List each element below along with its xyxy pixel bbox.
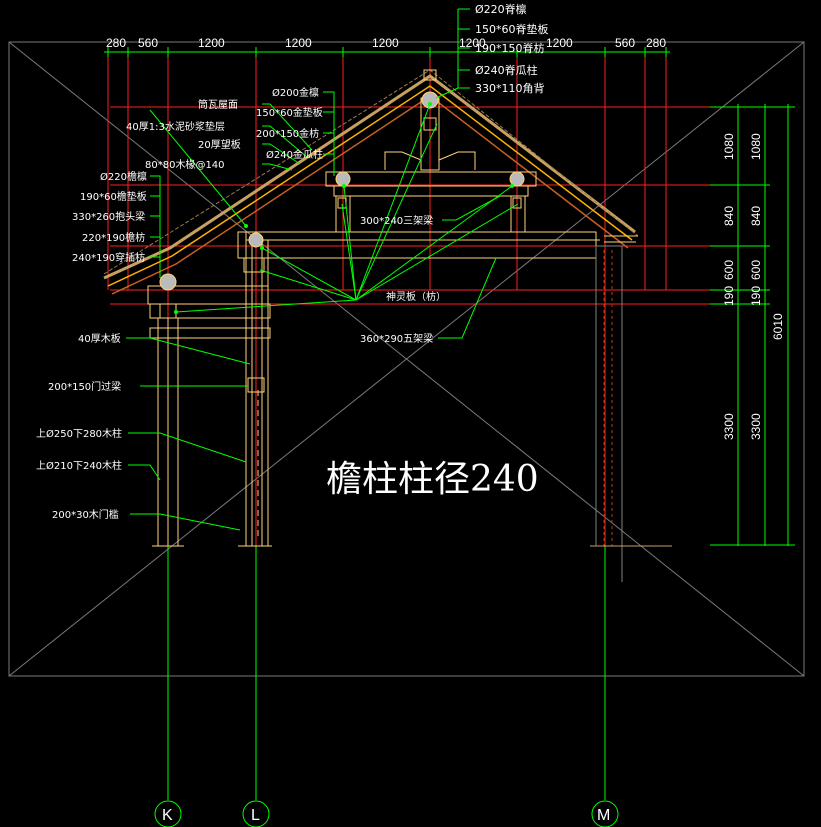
label-roof-rafter: 80*80木椽@140 [145,158,225,171]
label-eave-beam: 330*260抱头梁 [72,210,145,223]
top-dim-3: 1200 [198,36,225,50]
axis-label-m: M [597,807,610,824]
label-roof-mortar: 40厚1:3水泥砂浆垫层 [126,120,225,133]
right-dim-inner-3: 600 [722,260,736,280]
right-wall [590,245,672,582]
right-dim-inner-1: 1080 [722,133,736,160]
label-inner-column: 上Ø250下280木柱 [36,427,122,440]
right-dim-outer-5: 3300 [749,413,763,440]
gold-purlin-left-icon [335,171,351,187]
top-dim-6: 1200 [459,36,486,50]
axis-bubble-m: M [591,800,619,827]
top-dim-5: 1200 [372,36,399,50]
label-eave-through: 240*190穿插枋 [72,251,145,264]
label-gold-pad: 150*60金垫板 [256,106,323,119]
lower-labels: 40厚木板 200*150门过梁 上Ø250下280木柱 上Ø210下240木柱… [36,332,122,521]
right-dimension-lines [710,104,795,546]
gold-labels: Ø200金檩 150*60金垫板 200*150金枋 Ø240金瓜柱 [256,86,323,161]
label-ridge-pad: 150*60脊垫板 [475,22,549,36]
leader-lines [126,8,519,531]
eave-purlin-inner-icon [248,232,264,248]
sheet-frame [8,41,805,677]
gold-purlin-right-icon [509,171,525,187]
axis-bubble-l: L [242,800,270,827]
right-dim-total: 6010 [771,313,785,340]
right-dim-outer-4: 190 [749,286,763,306]
timber-frame [147,97,600,547]
roof-labels: 筒瓦屋面 40厚1:3水泥砂浆垫层 20厚望板 80*80木椽@140 [126,98,241,171]
label-door-lintel: 200*150门过梁 [48,380,121,393]
eave-purlin-outer-icon [159,273,177,291]
right-dim-inner-5: 3300 [722,413,736,440]
label-gold-tiebeam: 200*150金枋 [256,127,319,140]
right-dim-inner-4: 190 [722,286,736,306]
label-eave-purlin: Ø220檐檩 [100,170,147,183]
drawing-title: 檐柱柱径240 [326,459,539,500]
top-dim-4: 1200 [285,36,312,50]
top-dim-7: 1200 [546,36,573,50]
axis-label-k: K [162,807,173,824]
label-three-beam: 300*240三架梁 [360,214,433,227]
eave-labels: Ø220檐檩 190*60檐垫板 330*260抱头梁 220*190檐枋 24… [72,170,147,264]
right-dimension-texts: 1080 840 600 190 3300 1080 840 600 190 3… [722,133,785,440]
right-dim-inner-2: 840 [722,206,736,226]
right-dim-outer-2: 840 [749,206,763,226]
label-ridge-post: Ø240脊瓜柱 [475,63,538,77]
label-ridge-tiebeam: 190*150脊枋 [475,41,545,55]
axis-bubble-k: K [154,800,182,827]
top-dimension-texts: 280 560 1200 1200 1200 1200 1200 560 280 [106,36,666,50]
axis-label-l: L [251,807,260,824]
leader-dots [174,102,514,314]
top-dim-1: 280 [106,36,126,50]
label-eave-column: 上Ø210下240木柱 [36,459,122,472]
ridge-labels: Ø220脊檩 150*60脊垫板 190*150脊枋 Ø240脊瓜柱 330*1… [475,2,549,95]
label-gold-post: Ø240金瓜柱 [266,148,323,161]
label-eave-pad: 190*60檐垫板 [80,190,147,203]
label-wood-board: 40厚木板 [78,332,121,345]
label-roof-board: 20厚望板 [198,138,241,151]
label-ridge-brace: 330*110角背 [475,81,545,95]
label-gold-purlin: Ø200金檩 [272,86,319,99]
top-dim-2: 560 [138,36,158,50]
right-dim-outer-3: 600 [749,260,763,280]
axis-extensions [167,545,606,800]
top-dimension-line [104,47,670,57]
label-roof-tile: 筒瓦屋面 [198,98,238,111]
top-dim-8: 560 [615,36,635,50]
label-spirit-board: 神灵板（枋） [386,290,446,303]
label-door-sill: 200*30木门槛 [52,508,119,521]
axis-bubbles: K L M [154,800,619,827]
beam-labels: 300*240三架梁 神灵板（枋） 360*290五架梁 [360,214,446,345]
label-five-beam: 360*290五架梁 [360,332,433,345]
label-eave-tiebeam: 220*190檐枋 [82,231,145,244]
top-dim-9: 280 [646,36,666,50]
right-dim-outer-1: 1080 [749,133,763,160]
label-ridge-purlin: Ø220脊檩 [475,2,527,16]
purlins [159,91,525,291]
ridge-purlin-icon [421,91,439,109]
